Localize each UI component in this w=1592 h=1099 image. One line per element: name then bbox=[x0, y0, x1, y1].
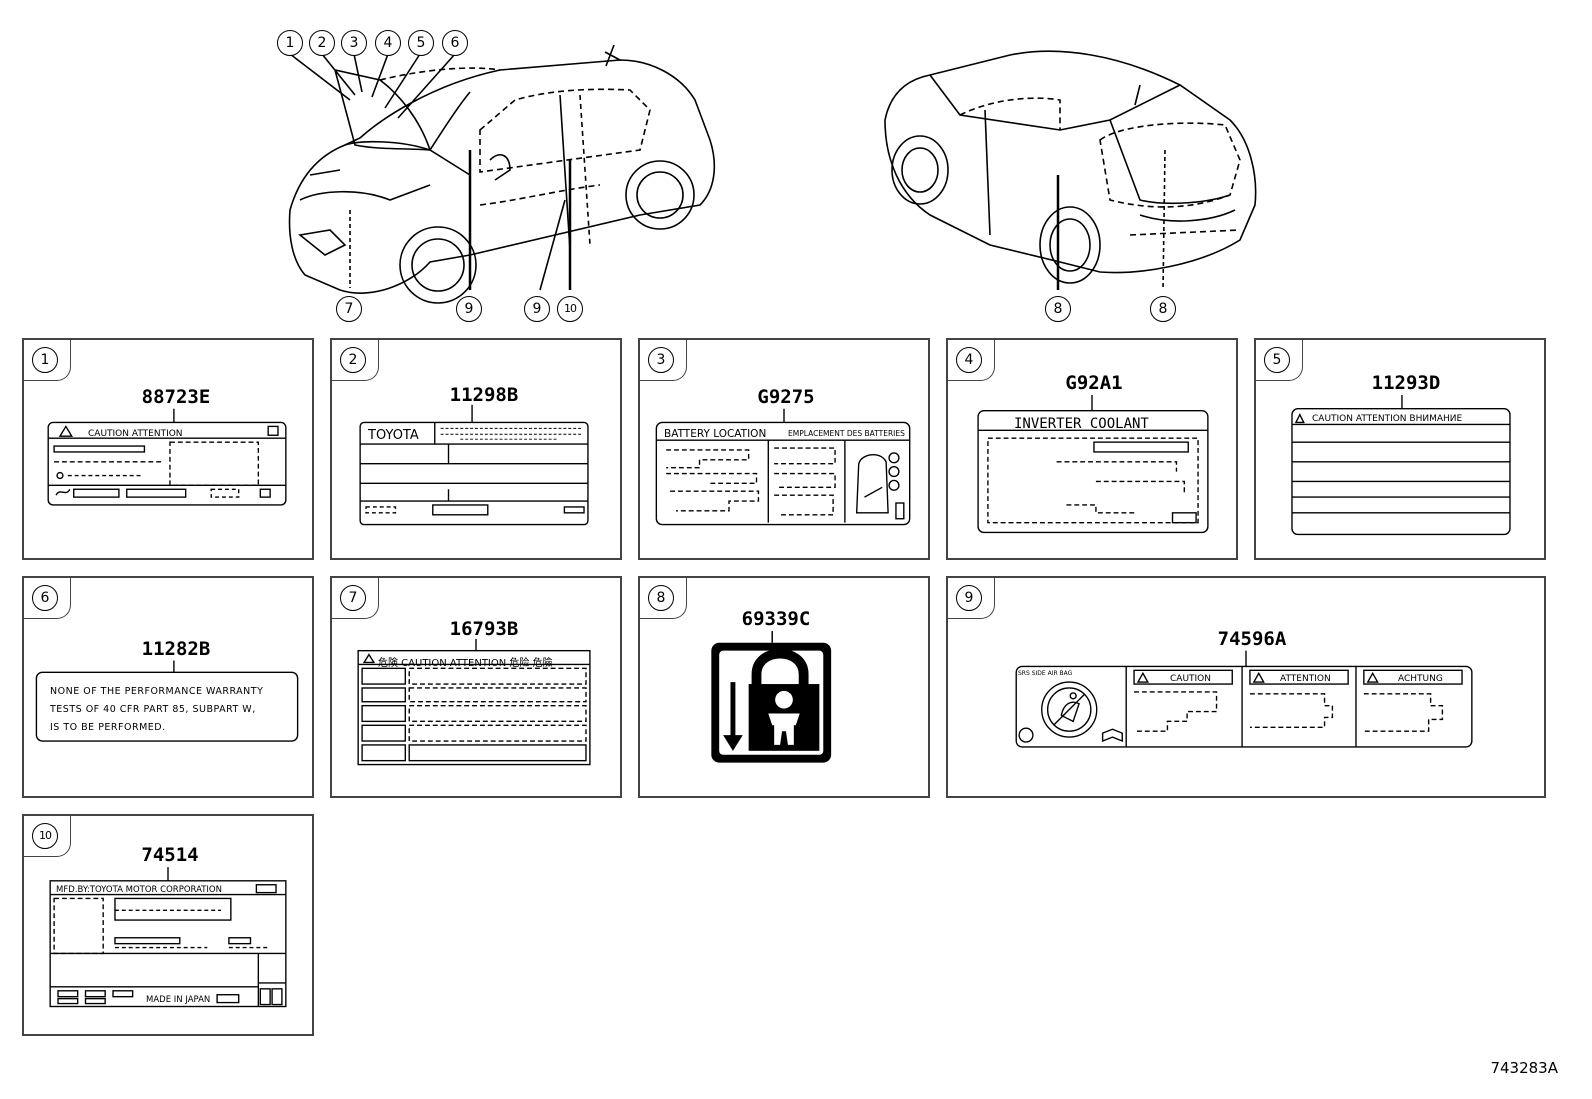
label-caption: CAUTION ATTENTION bbox=[88, 429, 183, 439]
part-number: 11282B bbox=[141, 638, 211, 660]
label-panel-4: 4 G92A1 INVERTER COOLANT bbox=[946, 338, 1238, 560]
panel-index-tab: 9 bbox=[948, 578, 995, 619]
label-G92A1-drawing bbox=[977, 394, 1209, 534]
label-panel-10: 10 74514 MFD.BY:TOY bbox=[22, 814, 314, 1036]
overview-callout-7: 7 bbox=[336, 296, 362, 322]
part-number: 74596A bbox=[1217, 628, 1287, 650]
battery-location-title: BATTERY LOCATION bbox=[664, 428, 767, 440]
overview-callout-2: 2 bbox=[309, 30, 335, 56]
panel-index-tab: 8 bbox=[640, 578, 687, 619]
label-panel-7: 7 16793B 危険 CAUTION ATTENTION 危险 危險 bbox=[330, 576, 622, 798]
front-car-drawing bbox=[288, 44, 716, 304]
label-16793B-drawing bbox=[357, 638, 591, 766]
overview-callout-6: 6 bbox=[442, 30, 468, 56]
label-11293D-drawing bbox=[1291, 394, 1511, 536]
part-number: G9275 bbox=[757, 386, 815, 408]
caution-heading: CAUTION bbox=[1170, 674, 1211, 684]
panel-index-number: 9 bbox=[956, 585, 982, 611]
panel-index-number: 6 bbox=[32, 585, 58, 611]
warning-header: CAUTION ATTENTION ВНИМАНИЕ bbox=[1312, 414, 1463, 424]
panel-index-tab: 4 bbox=[948, 340, 995, 381]
panel-index-tab: 3 bbox=[640, 340, 687, 381]
warranty-notice-line-2: TESTS OF 40 CFR PART 85, SUBPART W, bbox=[50, 704, 256, 715]
warranty-notice-line-3: IS TO BE PERFORMED. bbox=[50, 722, 166, 733]
overview-callout-3: 3 bbox=[341, 30, 367, 56]
panel-index-number: 1 bbox=[32, 347, 58, 373]
panel-index-tab: 10 bbox=[24, 816, 71, 857]
part-number: G92A1 bbox=[1065, 372, 1123, 394]
label-panel-2: 2 11298B TOYOTA bbox=[330, 338, 622, 560]
manufacturer-line: MFD.BY:TOYOTA MOTOR CORPORATION bbox=[56, 885, 222, 895]
label-G9275-drawing bbox=[655, 408, 911, 526]
panel-index-tab: 5 bbox=[1256, 340, 1303, 381]
vehicle-overview-drawings bbox=[288, 44, 1257, 304]
warranty-notice-line-1: NONE OF THE PERFORMANCE WARRANTY bbox=[50, 686, 264, 697]
panel-index-tab: 1 bbox=[24, 340, 71, 381]
toyota-wordmark: TOYOTA bbox=[368, 428, 419, 443]
label-panel-5: 5 11293D CAUTION ATTENTION ВНИМАНИЕ bbox=[1254, 338, 1546, 560]
panel-index-tab: 2 bbox=[332, 340, 379, 381]
overview-callout-8b: 8 bbox=[1150, 296, 1176, 322]
rear-car-drawing bbox=[884, 50, 1257, 291]
label-panel-9: 9 74596A SRS SIDE AIR BAG CAUTI bbox=[946, 576, 1546, 798]
overview-callout-1: 1 bbox=[277, 30, 303, 56]
overview-callout-9a: 9 bbox=[456, 296, 482, 322]
overview-callout-5: 5 bbox=[408, 30, 434, 56]
multilingual-warning-header: 危険 CAUTION ATTENTION 危险 危險 bbox=[378, 658, 553, 669]
label-panel-3: 3 G9275 BATTERY LOCATION EMPLACEMENT DES… bbox=[638, 338, 930, 560]
label-11282B-drawing bbox=[35, 660, 299, 742]
label-panel-8: 8 69339C bbox=[638, 576, 930, 798]
panel-index-number: 10 bbox=[32, 823, 58, 849]
label-panel-1: 1 88723E CAUTION ATTENTION bbox=[22, 338, 314, 560]
overview-callout-8a: 8 bbox=[1045, 296, 1071, 322]
label-74514-drawing bbox=[49, 867, 287, 1008]
panel-index-number: 4 bbox=[956, 347, 982, 373]
panel-index-number: 5 bbox=[1264, 347, 1290, 373]
figure-id: 743283A bbox=[1490, 1059, 1558, 1077]
part-number: 74514 bbox=[141, 844, 199, 866]
overview-callout-4: 4 bbox=[375, 30, 401, 56]
achtung-heading: ACHTUNG bbox=[1398, 674, 1443, 684]
attention-heading: ATTENTION bbox=[1280, 674, 1331, 684]
part-number: 88723E bbox=[141, 386, 211, 408]
part-number: 69339C bbox=[741, 608, 811, 630]
panel-index-tab: 7 bbox=[332, 578, 379, 619]
panel-index-number: 2 bbox=[340, 347, 366, 373]
battery-location-title-fr: EMPLACEMENT DES BATTERIES bbox=[788, 429, 905, 438]
label-11298B-drawing bbox=[359, 404, 589, 526]
panel-index-number: 3 bbox=[648, 347, 674, 373]
overview-callout-10: 10 bbox=[557, 296, 583, 322]
made-in-japan-line: MADE IN JAPAN bbox=[146, 995, 211, 1005]
part-number: 11298B bbox=[449, 384, 519, 406]
panel-index-number: 8 bbox=[648, 585, 674, 611]
label-panel-6: 6 11282B NONE OF THE PERFORMANCE WARRANT… bbox=[22, 576, 314, 798]
overview-callout-9b: 9 bbox=[524, 296, 550, 322]
child-lock-pictogram bbox=[711, 631, 832, 763]
panel-index-tab: 6 bbox=[24, 578, 71, 619]
srs-side-airbag-label: SRS SIDE AIR BAG bbox=[1018, 670, 1073, 677]
panel-index-number: 7 bbox=[340, 585, 366, 611]
label-74596A-drawing bbox=[1015, 650, 1473, 748]
part-number: 11293D bbox=[1371, 372, 1441, 394]
label-88723E-drawing bbox=[47, 408, 287, 506]
inverter-coolant-title: INVERTER COOLANT bbox=[1014, 416, 1149, 432]
part-number: 16793B bbox=[449, 618, 519, 640]
